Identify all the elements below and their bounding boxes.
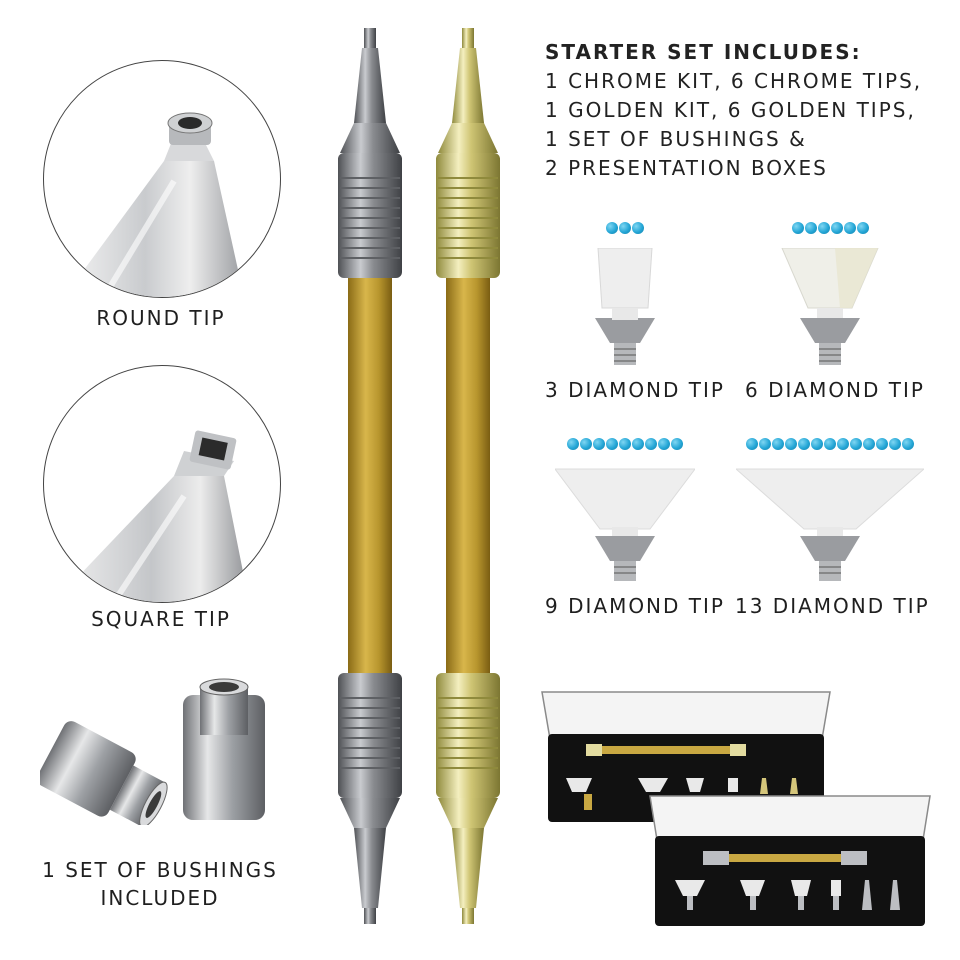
rhinestone-bead bbox=[580, 438, 592, 450]
rhinestone-bead bbox=[606, 222, 618, 234]
rhinestone-bead bbox=[632, 222, 644, 234]
rhinestone-bead bbox=[645, 438, 657, 450]
tip-13-image bbox=[735, 464, 925, 584]
rhinestone-bead bbox=[606, 438, 618, 450]
square-tip-label: SQUARE TIP bbox=[91, 607, 231, 631]
round-tip-illustration bbox=[64, 112, 244, 297]
rhinestone-bead bbox=[856, 222, 869, 234]
rhinestone-bead bbox=[876, 438, 888, 450]
heading-line: 1 GOLDEN KIT, 6 GOLDEN TIPS, bbox=[545, 98, 916, 122]
tip-9-image bbox=[545, 464, 705, 584]
rhinestone-bead bbox=[567, 438, 579, 450]
tip-3-image bbox=[545, 248, 705, 368]
rhinestone-bead bbox=[824, 438, 836, 450]
rhinestone-bead bbox=[658, 438, 670, 450]
square-tip-illustration bbox=[54, 430, 249, 602]
tip-6-diamond: 6 DIAMOND TIP bbox=[745, 222, 925, 402]
rhinestone-bead bbox=[811, 438, 823, 450]
tip-13-label: 13 DIAMOND TIP bbox=[735, 594, 930, 618]
tip-6-image bbox=[745, 248, 915, 368]
bead-row bbox=[545, 222, 705, 234]
tip-6-label: 6 DIAMOND TIP bbox=[745, 378, 925, 402]
tip-13-diamond: 13 DIAMOND TIP bbox=[735, 438, 930, 618]
rhinestone-bead bbox=[830, 222, 843, 234]
rhinestone-bead bbox=[791, 222, 804, 234]
round-tip-closeup bbox=[43, 60, 281, 298]
gold-pen bbox=[428, 28, 508, 928]
heading-line: 1 SET OF BUSHINGS & bbox=[545, 127, 807, 151]
rhinestone-bead bbox=[798, 438, 810, 450]
bead-row bbox=[545, 438, 705, 450]
rhinestone-bead bbox=[863, 438, 875, 450]
tip-3-label: 3 DIAMOND TIP bbox=[545, 378, 725, 402]
tip-9-label: 9 DIAMOND TIP bbox=[545, 594, 725, 618]
heading-line: 1 CHROME KIT, 6 CHROME TIPS, bbox=[545, 69, 923, 93]
tip-3-diamond: 3 DIAMOND TIP bbox=[545, 222, 725, 402]
rhinestone-bead bbox=[804, 222, 817, 234]
rhinestone-bead bbox=[837, 438, 849, 450]
rhinestone-bead bbox=[772, 438, 784, 450]
round-tip-label: ROUND TIP bbox=[96, 306, 226, 330]
rhinestone-bead bbox=[785, 438, 797, 450]
bushings-label-line1: 1 SET OF BUSHINGS bbox=[42, 858, 278, 882]
bead-row bbox=[735, 438, 925, 450]
chrome-pen bbox=[330, 28, 410, 928]
rhinestone-bead bbox=[619, 438, 631, 450]
rhinestone-bead bbox=[759, 438, 771, 450]
rhinestone-bead bbox=[843, 222, 856, 234]
starter-set-heading: STARTER SET INCLUDES: 1 CHROME KIT, 6 CH… bbox=[545, 38, 922, 183]
rhinestone-bead bbox=[889, 438, 901, 450]
rhinestone-bead bbox=[850, 438, 862, 450]
rhinestone-bead bbox=[902, 438, 914, 450]
tip-9-diamond: 9 DIAMOND TIP bbox=[545, 438, 725, 618]
bushings-image bbox=[36, 675, 280, 828]
square-tip-closeup bbox=[43, 365, 281, 603]
rhinestone-bead bbox=[746, 438, 758, 450]
bushings-label-line2: INCLUDED bbox=[100, 886, 220, 910]
rhinestone-bead bbox=[593, 438, 605, 450]
heading-line: 2 PRESENTATION BOXES bbox=[545, 156, 828, 180]
rhinestone-bead bbox=[619, 222, 631, 234]
rhinestone-bead bbox=[817, 222, 830, 234]
rhinestone-bead bbox=[671, 438, 683, 450]
bead-row bbox=[745, 222, 915, 234]
presentation-box-chrome bbox=[645, 790, 935, 930]
rhinestone-bead bbox=[632, 438, 644, 450]
heading-title: STARTER SET INCLUDES: bbox=[545, 40, 862, 64]
